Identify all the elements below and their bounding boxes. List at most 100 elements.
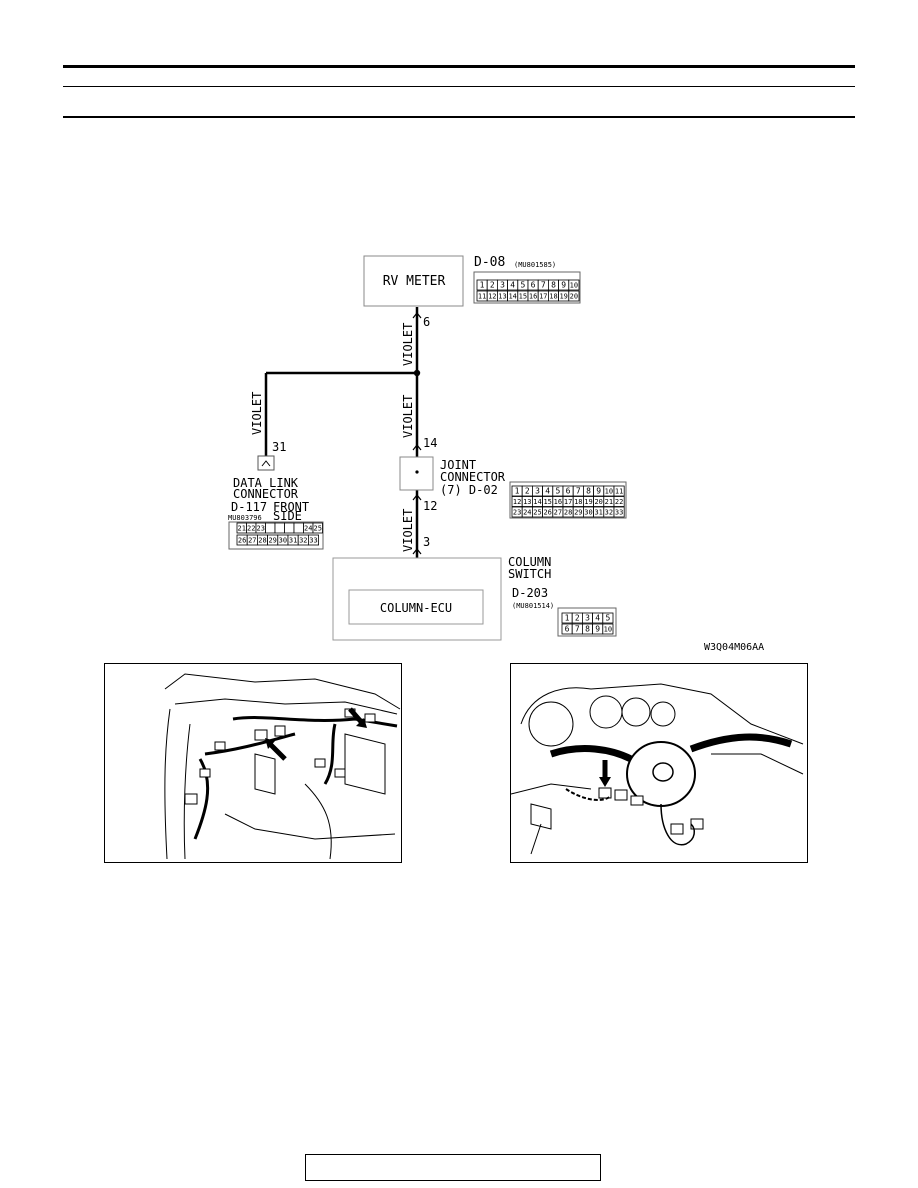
column-ecu-label: COLUMN-ECU <box>380 601 452 615</box>
rv-meter-pin-label: 12 <box>488 293 496 301</box>
column-part-no: (MU801514) <box>512 602 554 610</box>
dlc-connector-id: D-117 <box>231 500 267 514</box>
joint-label-line3: (7) D-02 <box>440 483 498 497</box>
joint-pin-label: 3 <box>535 487 540 496</box>
column-pin-label: 3 <box>585 614 590 623</box>
dlc-pin-label: 33 <box>309 537 317 545</box>
joint-pin-label: 10 <box>605 488 613 496</box>
connector-pin-cell <box>568 279 580 291</box>
connector-pin-cell <box>602 623 614 635</box>
dlc-label-line2: CONNECTOR <box>233 487 299 501</box>
harness-location-illustration-right <box>510 663 808 863</box>
dlc-pin-label: 30 <box>279 537 287 545</box>
rv-meter-pin-label: 1 <box>480 281 485 290</box>
footer-page-box <box>305 1154 601 1181</box>
dlc-pin-label: 32 <box>299 537 307 545</box>
joint-pin-label: 21 <box>605 498 613 506</box>
wire-label-rv-meter: VIOLET <box>401 323 415 366</box>
dlc-symbol <box>257 455 275 471</box>
connector-pin-cell <box>284 522 295 534</box>
column-ecu-box <box>348 589 484 625</box>
dlc-pin-label: 25 <box>314 525 322 533</box>
dlc-pin-label: 31 <box>289 537 297 545</box>
joint-pin-label: 16 <box>554 498 562 506</box>
rv-meter-pin-label: 11 <box>478 293 486 301</box>
joint-pin-label: 32 <box>605 509 613 517</box>
column-pin-label: 2 <box>575 614 580 623</box>
rv-meter-pin-label: 14 <box>508 293 516 301</box>
connector-pin-cell <box>274 522 285 534</box>
dlc-pin-label: 22 <box>247 525 255 533</box>
wire-label-dlc: VIOLET <box>250 392 264 435</box>
column-pin-mark <box>412 548 422 555</box>
rv-meter-pin-label: 16 <box>529 293 537 301</box>
rv-meter-pin-label: 9 <box>561 281 566 290</box>
rv-meter-box <box>363 255 464 307</box>
rv-meter-part-no: (MU801585) <box>514 261 556 269</box>
pin-number-column: 3 <box>423 535 430 549</box>
column-pin-label: 1 <box>565 614 570 623</box>
joint-pin-label: 13 <box>523 498 531 506</box>
rv-meter-pin-label: 2 <box>490 281 495 290</box>
rv-meter-pin-label: 5 <box>520 281 525 290</box>
column-pin-label: 5 <box>605 614 610 623</box>
joint-pin-label: 19 <box>584 498 592 506</box>
joint-pin-label: 26 <box>543 509 551 517</box>
rv-meter-pin-label: 4 <box>510 281 515 290</box>
dlc-position-line2: SIDE <box>273 509 302 523</box>
joint-pin-label: 25 <box>533 509 541 517</box>
header-rule-middle <box>63 86 855 87</box>
joint-pin-label: 31 <box>594 509 602 517</box>
column-switch-drawing <box>511 683 804 855</box>
rv-meter-pin-label: 8 <box>551 281 556 290</box>
wire-label-column: VIOLET <box>401 509 415 552</box>
joint-pin-label: 20 <box>594 498 602 506</box>
rv-meter-connector-id: D-08 <box>474 255 505 270</box>
dlc-part-no: MU803796 <box>228 514 262 522</box>
joint-label-line1: JOINT <box>440 458 476 472</box>
joint-out-pin-mark <box>412 494 422 501</box>
wire-label-trunk: VIOLET <box>401 395 415 438</box>
joint-pin-label: 2 <box>525 487 530 496</box>
rv-meter-pin-label: 15 <box>519 293 527 301</box>
connector-pin-cell <box>265 522 276 534</box>
pin-number-rv-meter: 6 <box>423 315 430 329</box>
joint-pin-label: 5 <box>555 487 560 496</box>
joint-in-pin-mark <box>412 444 422 451</box>
pin-number-joint-in: 14 <box>423 436 437 450</box>
connector-pin-cell <box>613 506 625 518</box>
connector-pin-cell <box>602 612 614 624</box>
rv-meter-pin-label: 13 <box>498 293 506 301</box>
dlc-pin-label: 24 <box>304 525 312 533</box>
pin-number-dlc: 31 <box>272 440 286 454</box>
column-switch-label-line1: COLUMN <box>508 555 551 569</box>
column-pin-label: 9 <box>595 625 600 634</box>
rv-meter-pin-mark <box>412 312 422 319</box>
joint-pin-label: 17 <box>564 498 572 506</box>
rv-meter-pin-label: 20 <box>570 293 578 301</box>
connector-pin-cell <box>568 290 580 302</box>
connector-pin-cell <box>613 485 625 497</box>
joint-pin-label: 15 <box>543 498 551 506</box>
rv-meter-pin-label: 6 <box>531 281 536 290</box>
rv-meter-connector-frame <box>473 271 581 304</box>
locator-arrow-left-1 <box>268 742 287 761</box>
joint-pin-label: 7 <box>576 487 581 496</box>
dlc-position-line1: FRONT <box>273 500 309 514</box>
joint-pin-label: 4 <box>545 487 550 496</box>
dash-harness-drawing <box>164 673 401 860</box>
joint-pin-label: 6 <box>566 487 571 496</box>
joint-pin-label: 33 <box>615 509 623 517</box>
joint-label-line2: CONNECTOR <box>440 470 506 484</box>
connector-pin-cell <box>613 496 625 507</box>
column-pin-label: 7 <box>575 625 580 634</box>
joint-pin-label: 9 <box>596 487 601 496</box>
rv-meter-pin-label: 19 <box>559 293 567 301</box>
rv-meter-pin-label: 3 <box>500 281 505 290</box>
dlc-connector-frame <box>228 521 324 550</box>
